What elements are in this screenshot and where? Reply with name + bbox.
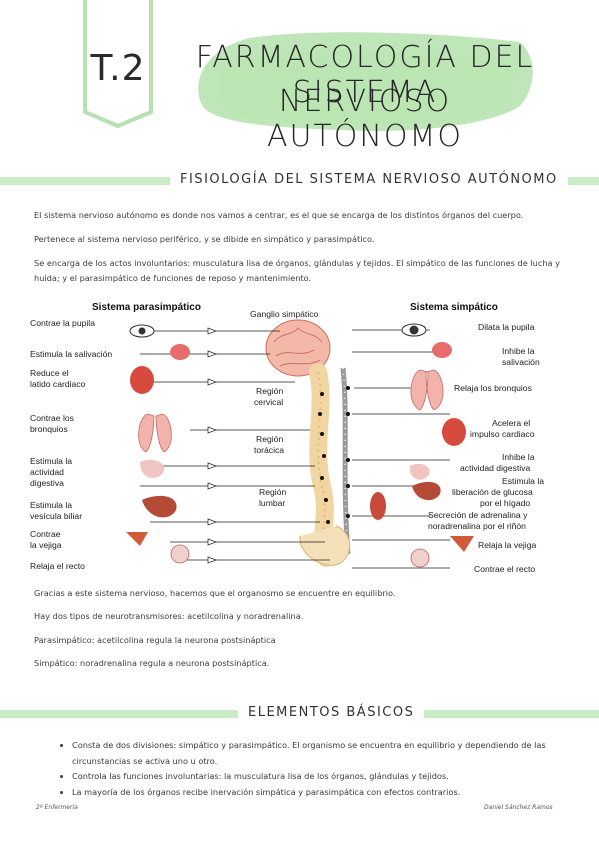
spinal-column: [299, 363, 351, 567]
effect-label: bronquios: [30, 424, 68, 434]
stomach-icon: [409, 463, 430, 480]
section-heading: FISIOLOGÍA DEL SISTEMA NERVIOSO AUTÓNOMO: [170, 172, 568, 187]
effect-label: Secreción de adrenalina y: [428, 510, 528, 520]
effect-label: Inhibe la: [502, 346, 535, 356]
effect-label: Inhibe la: [502, 452, 535, 462]
effect-label: Estimula la: [502, 476, 544, 486]
effect-label: impulso cardiaco: [470, 429, 535, 439]
paragraph: Parasimpático: acetilcolina regula la ne…: [34, 635, 276, 645]
paragraph: Gracias a este sistema nervioso, hacemos…: [34, 588, 396, 598]
lungs-icon: [410, 369, 444, 411]
effect-label: Estimula la salivación: [30, 349, 112, 359]
effect-label: Contrae el recto: [474, 564, 535, 574]
effect-label: Contrae: [30, 529, 61, 539]
list-item: Consta de dos divisiones: simpático y pa…: [72, 738, 592, 769]
effect-label: Relaja la vejiga: [478, 540, 537, 550]
list-item: Controla las funciones involuntarias: la…: [72, 769, 592, 785]
effect-label: la vejiga: [30, 540, 62, 550]
chapter-number: T.2: [90, 48, 146, 89]
footer-author: Daniel Sánchez Ramos: [484, 804, 553, 811]
page-title-line1: FARMACOLOGÍA DEL SISTEMA: [195, 40, 535, 110]
heart-icon: [442, 418, 466, 446]
effect-label: noradrenalina por el riñón: [428, 521, 526, 531]
figure-heading-parasympathetic: Sistema parasimpático: [92, 302, 201, 313]
figure-heading-ganglion: Ganglio simpático: [250, 309, 319, 319]
figure-heading-sympathetic: Sistema simpático: [410, 302, 498, 313]
paragraph: Hay dos tipos de neurotransmisores: acet…: [34, 611, 304, 621]
title-watercolor-wash: [198, 32, 533, 132]
paragraph: Se encarga de los actos involuntarios: m…: [34, 258, 560, 283]
stomach-icon: [140, 459, 165, 478]
region-label: Región: [256, 386, 283, 396]
page-title-line2: NERVIOSO AUTÓNOMO: [267, 84, 463, 154]
bladder-icon: [450, 536, 474, 552]
effect-label: Contrae los: [30, 413, 74, 423]
autonomic-nervous-system-diagram: Sistema parasimpático Ganglio simpático …: [30, 302, 544, 574]
effect-label: vesícula biliar: [30, 511, 82, 521]
effect-label: actividad: [30, 467, 64, 477]
rectum-icon: [170, 544, 190, 564]
effect-label: Acelera el: [492, 418, 530, 428]
effect-label: actividad digestiva: [460, 463, 530, 473]
section-heading: ELEMENTOS BÁSICOS: [238, 705, 425, 720]
effect-label: Relaja los bronquios: [454, 383, 532, 393]
kidney-icon: [370, 492, 386, 520]
bullet-list: Consta de dos divisiones: simpático y pa…: [54, 738, 592, 800]
liver-icon: [142, 495, 177, 518]
region-label: Región: [259, 487, 286, 497]
paragraph: Simpático: noradrenalina regula a neuron…: [34, 658, 270, 668]
effect-label: latido cardiaco: [30, 379, 86, 389]
region-label: torácica: [254, 445, 284, 455]
effect-label: Estimula la: [30, 500, 72, 510]
effect-label: Estimula la: [30, 456, 72, 466]
chapter-tab: [83, 0, 153, 128]
lungs-icon: [138, 413, 172, 453]
region-label: cervical: [254, 397, 283, 407]
list-item: La mayoría de los órganos recibe inervac…: [72, 785, 592, 801]
effect-label: Reduce el: [30, 368, 69, 378]
region-label: lumbar: [259, 498, 285, 508]
salivary-gland-icon: [170, 344, 190, 360]
liver-icon: [412, 481, 441, 501]
effect-label: Dilata la pupila: [478, 322, 535, 332]
footer-course: 2º Enfermería: [36, 804, 78, 811]
effect-label: salivación: [502, 357, 540, 367]
paragraph: El sistema nervioso autónomo es donde no…: [34, 210, 524, 220]
region-label: Región: [256, 434, 283, 444]
effect-label: Contrae la pupila: [30, 318, 95, 328]
salivary-gland-icon: [432, 342, 452, 358]
rectum-icon: [410, 548, 430, 568]
effect-label: por el hígado: [480, 498, 530, 508]
bladder-icon: [126, 532, 148, 546]
effect-label: digestiva: [30, 478, 64, 488]
effect-label: Relaja el recto: [30, 561, 85, 571]
effect-label: liberación de glucosa: [452, 487, 533, 497]
paragraph: Pertenece al sistema nervioso periférico…: [34, 234, 375, 244]
heart-icon: [130, 366, 154, 394]
